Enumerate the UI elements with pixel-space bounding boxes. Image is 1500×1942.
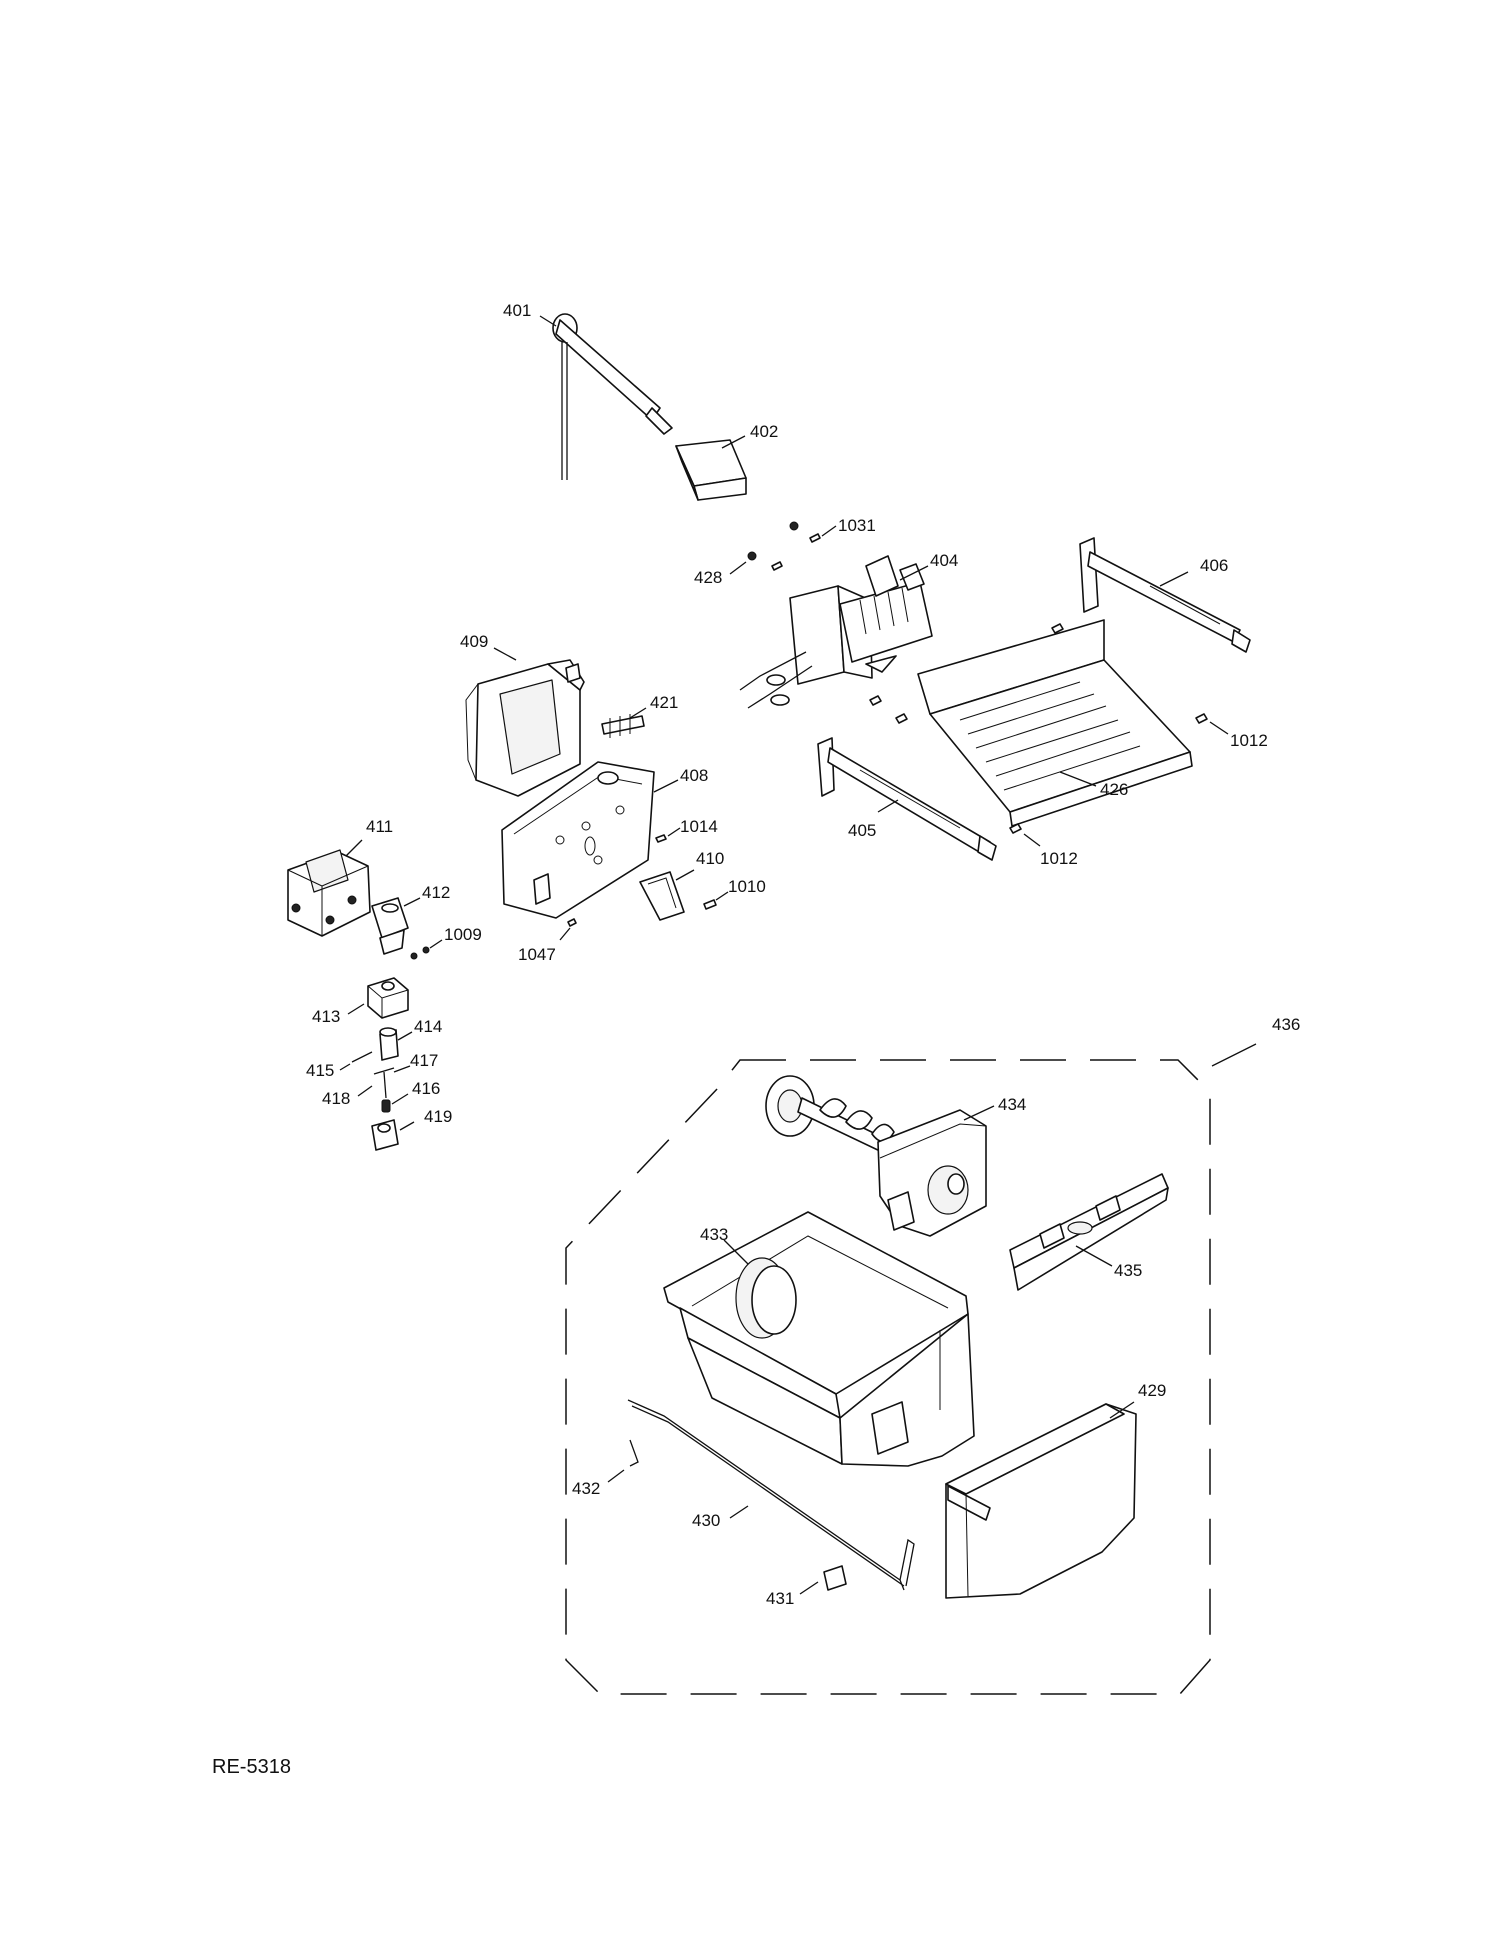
label-417: 417: [410, 1051, 438, 1070]
part-415-pin: [351, 1051, 373, 1063]
part-426-shelf: [917, 619, 1193, 827]
label-432: 432: [572, 1479, 600, 1498]
label-1009: 1009: [444, 925, 482, 944]
label-1012-a: 1012: [1230, 731, 1268, 750]
part-419-bracket: [371, 1119, 399, 1151]
label-406: 406: [1200, 556, 1228, 575]
label-402: 402: [750, 422, 778, 441]
part-410-clip: [639, 871, 685, 921]
part-421-switch: [601, 714, 645, 738]
label-426: 426: [1100, 780, 1128, 799]
label-408: 408: [680, 766, 708, 785]
label-1012-b: 1012: [1040, 849, 1078, 868]
label-419: 419: [424, 1107, 452, 1126]
part-433-ice-bucket: [663, 1211, 975, 1467]
part-402-heater-box: [675, 439, 747, 501]
part-401-fill-tube: [552, 313, 673, 480]
label-409: 409: [460, 632, 488, 651]
label-416: 416: [412, 1079, 440, 1098]
label-410: 410: [696, 849, 724, 868]
part-409-housing: [465, 659, 585, 797]
part-414-bushing: [379, 1027, 399, 1061]
label-435: 435: [1114, 1261, 1142, 1280]
part-1047-screw: [567, 918, 577, 927]
label-1010: 1010: [728, 877, 766, 896]
part-413-block: [367, 977, 409, 1019]
part-404-ice-maker: [739, 555, 933, 709]
part-408-mounting-plate: [501, 761, 655, 919]
assembly-436-boundary: [565, 1059, 1211, 1695]
label-430: 430: [692, 1511, 720, 1530]
label-413: 413: [312, 1007, 340, 1026]
label-1047: 1047: [518, 945, 556, 964]
part-435-cover-strip: [1009, 1173, 1169, 1291]
part-406-bracket: [1079, 537, 1251, 653]
label-414: 414: [414, 1017, 442, 1036]
label-401: 401: [503, 301, 531, 320]
label-436: 436: [1272, 1015, 1300, 1034]
part-1012-screws: [1009, 713, 1208, 834]
label-429: 429: [1138, 1381, 1166, 1400]
label-418: 418: [322, 1089, 350, 1108]
label-412: 412: [422, 883, 450, 902]
label-1031: 1031: [838, 516, 876, 535]
label-411: 411: [366, 817, 393, 836]
part-432-pin: [629, 1439, 639, 1467]
part-431-clip: [823, 1565, 847, 1591]
part-417-shaft: [373, 1067, 395, 1099]
label-404: 404: [930, 551, 958, 570]
label-1014: 1014: [680, 817, 718, 836]
label-434: 434: [998, 1095, 1026, 1114]
part-416-spring: [381, 1099, 391, 1113]
part-1010-screw: [703, 899, 717, 910]
label-428: 428: [694, 568, 722, 587]
part-1014-screw: [655, 834, 667, 843]
label-433: 433: [700, 1225, 728, 1244]
part-434-auger-assembly: [765, 1075, 987, 1237]
part-412-solenoid: [371, 897, 409, 955]
label-421: 421: [650, 693, 678, 712]
part-429-front-cover: [945, 1403, 1137, 1599]
part-411-auger-motor: [287, 849, 371, 937]
part-screws-405: [869, 695, 908, 724]
label-405: 405: [848, 821, 876, 840]
part-430-rod: [627, 1399, 915, 1591]
part-1009-screws: [410, 946, 430, 960]
part-1031-screws: [747, 521, 821, 571]
label-431: 431: [766, 1589, 794, 1608]
part-405-rail: [817, 737, 997, 861]
label-415: 415: [306, 1061, 334, 1080]
document-id: RE-5318: [212, 1756, 291, 1778]
